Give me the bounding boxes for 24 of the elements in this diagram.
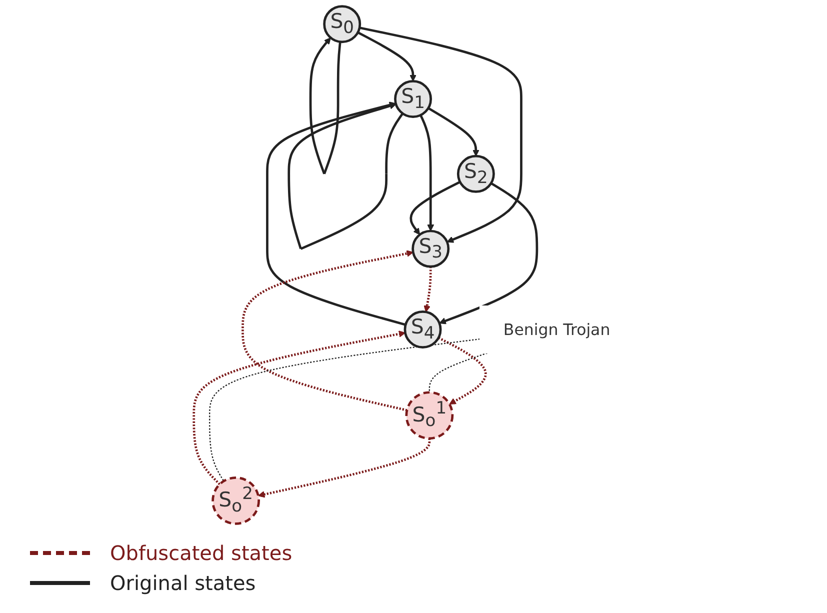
node-circle: S$_{3}$ (411, 230, 450, 268)
arrow (266, 102, 406, 326)
arrow (438, 182, 538, 324)
node-text: Benign Trojan (503, 320, 610, 339)
arrow (356, 31, 416, 82)
arrow (258, 438, 430, 498)
connector (208, 338, 480, 482)
arrow (287, 102, 404, 250)
legend-text: Original states (110, 571, 256, 595)
arrow (309, 37, 342, 174)
arrow (192, 330, 406, 486)
arrow (438, 336, 486, 404)
node-circle: S$_{2}$ (456, 154, 495, 193)
legend-text: Obfuscated states (110, 541, 292, 565)
arrow (358, 26, 522, 243)
node-circle: S$_{4}$ (403, 310, 442, 348)
arrow (409, 180, 460, 235)
node-circle: S$_{0}$ (322, 5, 361, 44)
arrow (241, 250, 414, 412)
node-circle: S$_{1}$ (394, 80, 432, 118)
arrow (427, 107, 480, 156)
arrow (423, 266, 432, 312)
arrow (419, 114, 434, 232)
connector (428, 352, 488, 392)
